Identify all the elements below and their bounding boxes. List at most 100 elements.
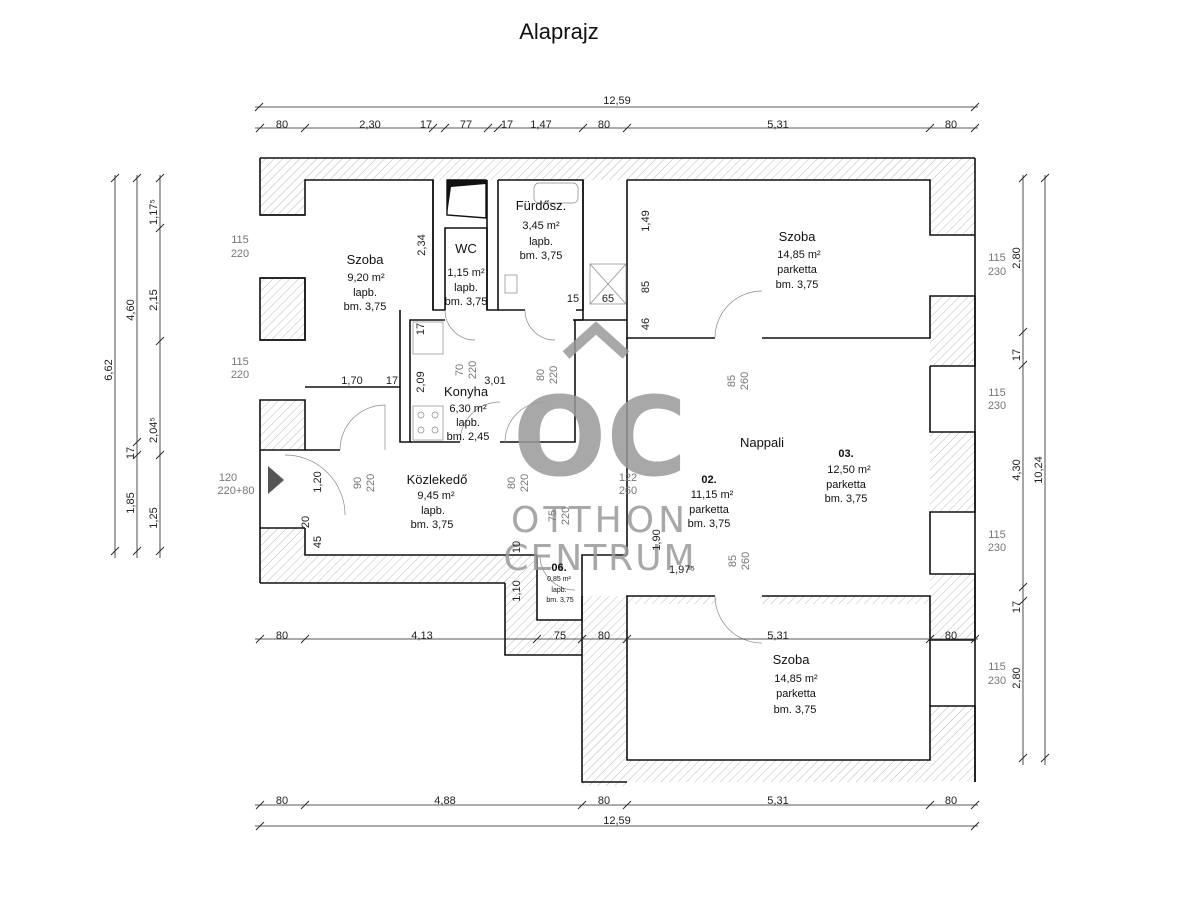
room-szoba-top-right: Szoba 14,85 m² parketta bm. 3,75 [776, 229, 821, 291]
entrance-arrow-icon [268, 466, 284, 494]
window-width: 115 [231, 234, 249, 246]
dim-bottom1: 75 [554, 630, 566, 642]
dim-top-total: 12,59 [603, 95, 631, 107]
svg-text:lapb.: lapb. [421, 505, 445, 517]
dim-bottom-total: 12,59 [603, 815, 631, 827]
window-height: 220 [231, 369, 249, 381]
window-height: 230 [988, 266, 1006, 278]
door-width: 80 [506, 477, 518, 489]
dim-right-col1: 2,80 [1011, 667, 1023, 688]
dim-right-col1: 2,80 [1011, 247, 1023, 268]
inner-dim: 1,97⁵ [669, 564, 695, 576]
svg-text:Szoba: Szoba [773, 652, 811, 667]
dim-left-col2: 1,25 [148, 507, 160, 528]
svg-text:bm. 3,75: bm. 3,75 [344, 301, 387, 313]
window-width: 115 [988, 387, 1006, 399]
svg-text:lapb.: lapb. [456, 417, 480, 429]
svg-text:bm. 3,75: bm. 3,75 [445, 296, 488, 308]
room-02: 02. 11,15 m² parketta bm. 3,75 [688, 474, 734, 530]
door-width: 80 [535, 369, 547, 381]
inner-dim: 85 [640, 281, 652, 293]
door-height: 260 [740, 552, 752, 570]
svg-text:bm. 2,45: bm. 2,45 [447, 431, 490, 443]
dim-left-col1: 17 [125, 447, 137, 459]
plan-title: Alaprajz [519, 19, 598, 44]
inner-dim: 45 [312, 536, 324, 548]
door-height: 220 [560, 507, 572, 525]
fixtures [412, 182, 627, 441]
svg-text:lapb.: lapb. [551, 587, 566, 594]
door-width: 70 [454, 364, 466, 376]
svg-text:parketta: parketta [776, 688, 817, 700]
room-konyha: Konyha 6,30 m² lapb. bm. 2,45 [444, 384, 489, 443]
dim-top-seg: 80 [598, 119, 610, 131]
window-height: 230 [988, 542, 1006, 554]
dim-left-col2: 2,04⁵ [148, 417, 160, 443]
dim-bottom2: 80 [276, 795, 288, 807]
dim-bottom1: 4,13 [411, 630, 432, 642]
svg-text:Közlekedő: Közlekedő [407, 472, 468, 487]
dim-top-seg: 2,30 [359, 119, 380, 131]
inner-dim: 10 [511, 541, 523, 553]
watermark-line1: OTTHON [511, 500, 689, 541]
inner-dim: 46 [640, 318, 652, 330]
svg-text:bm. 3,75: bm. 3,75 [520, 250, 563, 262]
window-width: 115 [988, 252, 1006, 264]
svg-text:3,45 m²: 3,45 m² [522, 220, 560, 232]
dim-top-seg: 17 [501, 119, 513, 131]
svg-text:bm. 3,75: bm. 3,75 [774, 704, 817, 716]
svg-text:9,45 m²: 9,45 m² [417, 490, 455, 502]
dim-top-seg: 1,47 [530, 119, 551, 131]
svg-text:Szoba: Szoba [779, 229, 817, 244]
svg-text:Nappali: Nappali [740, 435, 784, 450]
door-width: 85 [726, 375, 738, 387]
window-height: 230 [988, 675, 1006, 687]
svg-text:bm. 3,75: bm. 3,75 [688, 518, 731, 530]
window-width: 115 [988, 529, 1006, 541]
dim-bottom1: 5,31 [767, 630, 788, 642]
dim-bottom1: 80 [598, 630, 610, 642]
outer-walls [260, 158, 975, 786]
inner-dim: 1,49 [640, 210, 652, 231]
inner-dim: 20 [300, 516, 312, 528]
inner-dim: 17 [386, 375, 398, 387]
svg-text:6,30 m²: 6,30 m² [449, 403, 487, 415]
inner-dim: 1,10 [511, 580, 523, 601]
wall-outlines [259, 157, 976, 783]
svg-text:Fürdősz.: Fürdősz. [516, 198, 567, 213]
door-height: 220 [467, 361, 479, 379]
window-width: 120 [219, 472, 237, 484]
dim-left-col2: 1,17⁵ [148, 199, 160, 225]
dim-top-seg: 80 [945, 119, 957, 131]
window-height: 220 [231, 248, 249, 260]
door-height: 260 [739, 372, 751, 390]
svg-text:Konyha: Konyha [444, 384, 489, 399]
dimension-ticks [110, 102, 1050, 831]
dim-top-seg: 5,31 [767, 119, 788, 131]
dim-left-col2: 2,15 [148, 289, 160, 310]
svg-text:bm. 3,75: bm. 3,75 [825, 493, 868, 505]
room-06: 06. 0,85 m² lapb. bm. 3,75 [546, 562, 573, 604]
svg-text:12,50 m²: 12,50 m² [827, 464, 871, 476]
chimney-fill [447, 180, 486, 215]
door-height: 220 [548, 366, 560, 384]
svg-text:bm. 3,75: bm. 3,75 [776, 279, 819, 291]
door-width: 85 [727, 555, 739, 567]
watermark: OC OTTHON CENTRUM [503, 321, 695, 579]
room-kozlekedo: Közlekedő 9,45 m² lapb. bm. 3,75 [407, 472, 468, 531]
door-height: 260 [619, 485, 637, 497]
window-height: 220+80 [217, 485, 254, 497]
svg-text:WC: WC [455, 241, 477, 256]
dim-right-col1: 17 [1011, 601, 1023, 613]
dim-left-col1: 4,60 [125, 299, 137, 320]
svg-text:lapb.: lapb. [353, 287, 377, 299]
door-width: 75 [547, 510, 559, 522]
svg-text:1,15 m²: 1,15 m² [447, 267, 485, 279]
inner-dim: 17 [415, 323, 427, 335]
svg-text:parketta: parketta [777, 264, 818, 276]
dimension-lines [114, 106, 1046, 827]
dim-right-total: 10,24 [1033, 456, 1045, 484]
svg-text:11,15 m²: 11,15 m² [691, 489, 734, 501]
dim-right-col1: 17 [1011, 349, 1023, 361]
